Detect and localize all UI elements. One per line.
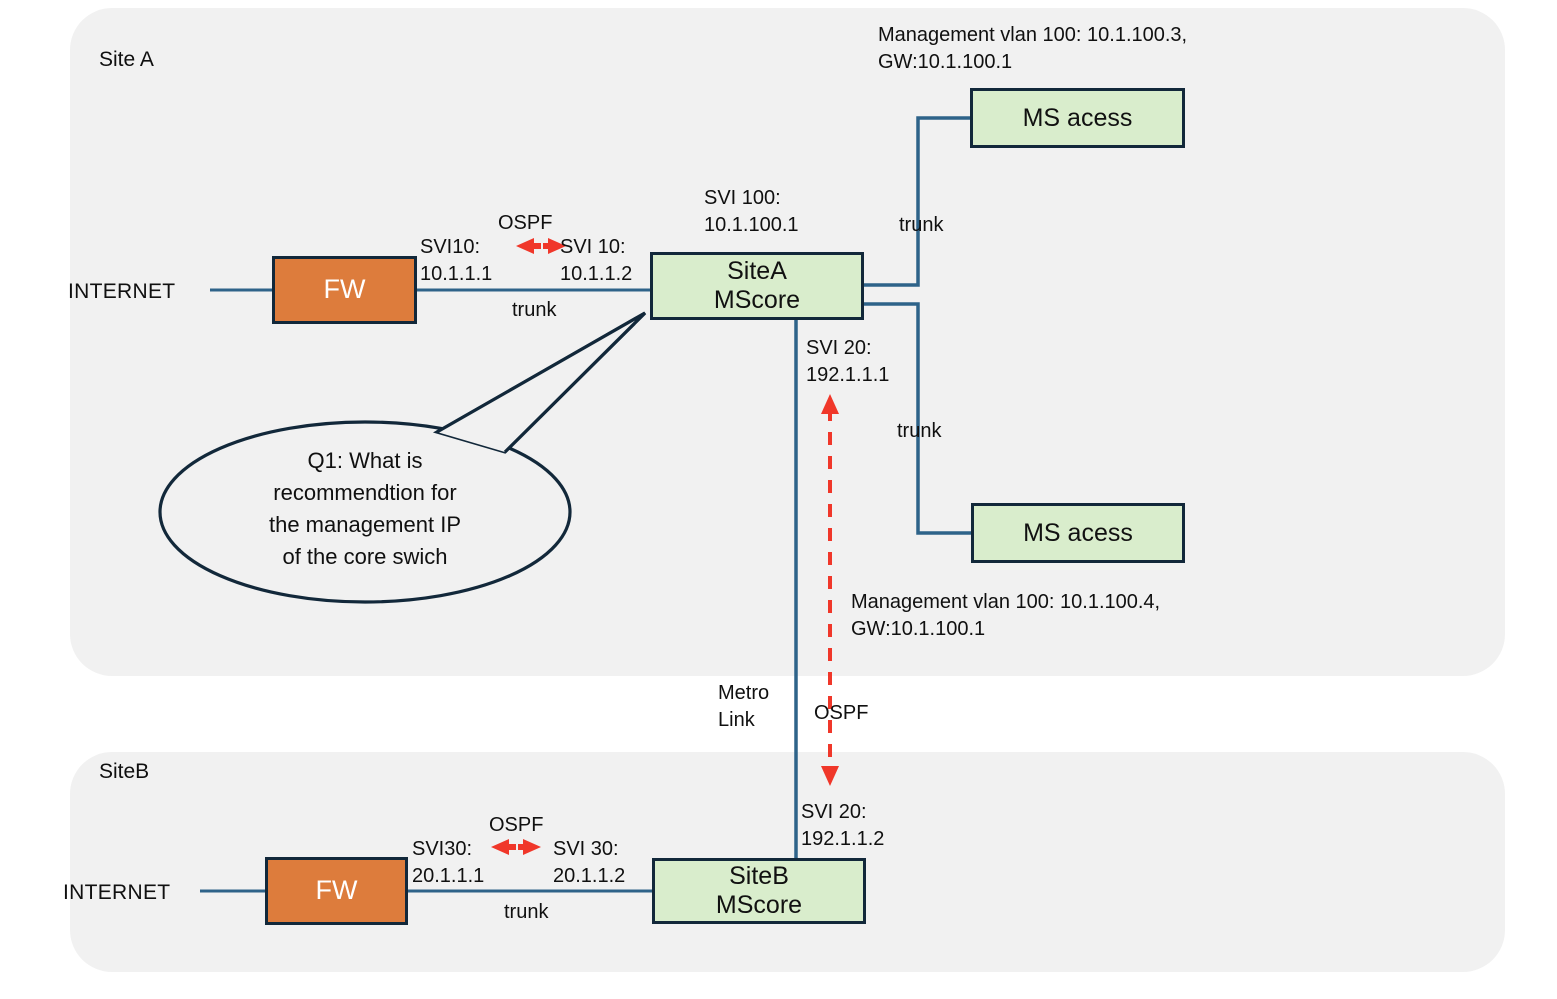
svi10-core-label: SVI 10: 10.1.1.2 — [560, 236, 633, 285]
ms-access-bottom-label: MS acess — [1023, 518, 1133, 547]
core-switch-site-b-line1: SiteB — [729, 862, 789, 891]
internet-label-site-a: INTERNET — [68, 280, 176, 303]
metro-link-label: Metro Link — [718, 682, 770, 731]
ospf-label-site-a: OSPF — [498, 212, 553, 234]
svi10-firewall-label: SVI10: 10.1.1.1 — [420, 236, 493, 285]
trunk-label-access-top: trunk — [899, 214, 944, 236]
internet-label-site-b: INTERNET — [63, 881, 171, 904]
core-switch-site-a-line2: MScore — [713, 286, 801, 314]
firewall-site-b-label: FW — [315, 875, 358, 906]
firewall-site-a[interactable]: FW — [272, 256, 417, 324]
svi100-core-a-label: SVI 100: 10.1.100.1 — [704, 187, 799, 236]
core-switch-site-b[interactable]: SiteB MScore — [652, 858, 866, 924]
site-b-label: SiteB — [99, 760, 150, 783]
ms-access-top-label: MS acess — [1022, 103, 1133, 132]
ospf-arrow-site-a — [516, 238, 566, 254]
core-switch-site-a[interactable]: SiteA MScore — [650, 252, 864, 320]
trunk-label-site-a: trunk — [512, 299, 557, 321]
firewall-site-a-label: FW — [323, 274, 366, 305]
trunk-label-site-b: trunk — [504, 901, 549, 923]
svi20-core-a-label: SVI 20: 192.1.1.1 — [806, 337, 890, 386]
core-switch-site-b-line2: MScore — [715, 891, 803, 919]
ms-access-top[interactable]: MS acess — [970, 88, 1185, 148]
svi20-core-b-label: SVI 20: 192.1.1.2 — [801, 801, 885, 850]
core-switch-site-a-line1: SiteA — [727, 257, 787, 286]
svi30-firewall-label: SVI30: 20.1.1.1 — [412, 838, 485, 887]
callout-question-text: Q1: What is recommendtion for the manage… — [268, 448, 461, 569]
svi30-core-label: SVI 30: 20.1.1.2 — [553, 838, 626, 887]
ospf-label-site-b: OSPF — [489, 814, 544, 836]
site-a-label: Site A — [99, 48, 154, 71]
ospf-label-metro: OSPF — [814, 702, 869, 724]
firewall-site-b[interactable]: FW — [265, 857, 408, 925]
mgmt-info-access-top: Management vlan 100: 10.1.100.3, GW:10.1… — [878, 24, 1188, 73]
callout-bubble — [158, 311, 647, 604]
ospf-arrow-site-b — [491, 839, 541, 855]
mgmt-info-access-bottom: Management vlan 100: 10.1.100.4, GW:10.1… — [851, 591, 1161, 640]
ms-access-bottom[interactable]: MS acess — [971, 503, 1185, 563]
trunk-label-access-bottom: trunk — [897, 420, 942, 442]
